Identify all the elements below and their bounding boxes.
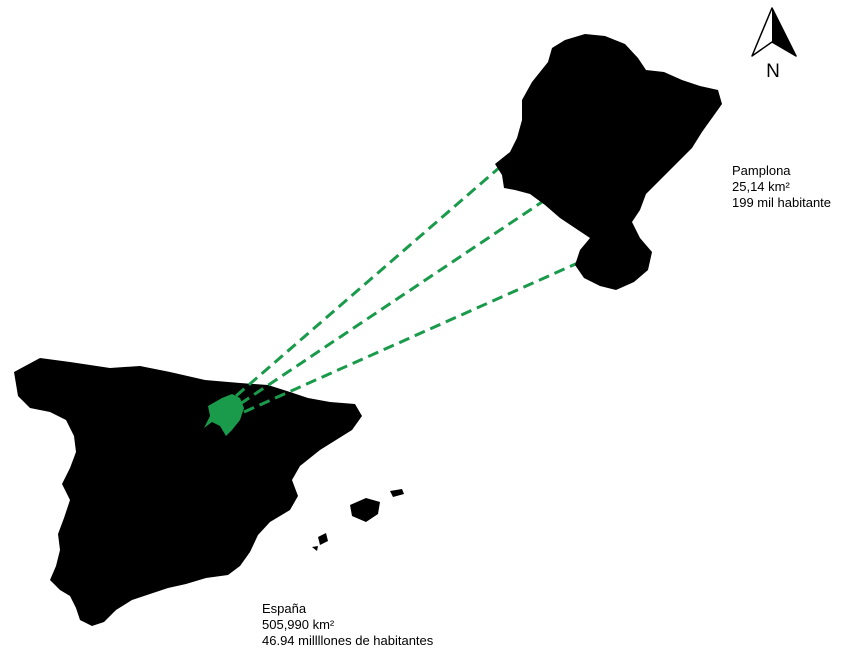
north-arrow: N bbox=[751, 7, 797, 82]
pamplona-population: 199 mil habitante bbox=[732, 195, 832, 210]
pamplona-label: Pamplona 25,14 km² 199 mil habitante bbox=[732, 163, 831, 211]
ibiza-island bbox=[318, 533, 328, 545]
formentera-island bbox=[312, 546, 318, 551]
navarra-highlight-small bbox=[204, 394, 244, 436]
spain-silhouette bbox=[14, 358, 362, 626]
espana-population: 46.94 millllones de habitantes bbox=[262, 633, 434, 648]
pamplona-area: 25,14 km² bbox=[732, 179, 790, 194]
pamplona-name: Pamplona bbox=[732, 163, 791, 178]
espana-name: España bbox=[262, 601, 307, 616]
north-arrow-shaded-half bbox=[772, 8, 796, 56]
connector-line bbox=[235, 165, 501, 398]
navarra-silhouette-large bbox=[495, 34, 722, 290]
menorca-island bbox=[390, 489, 404, 497]
connector-line bbox=[239, 196, 549, 406]
mallorca-island bbox=[350, 498, 380, 522]
north-letter: N bbox=[766, 61, 780, 82]
connector-line bbox=[243, 260, 581, 414]
espana-label: España 505,990 km² 46.94 millllones de h… bbox=[262, 601, 433, 649]
espana-area: 505,990 km² bbox=[262, 617, 335, 632]
